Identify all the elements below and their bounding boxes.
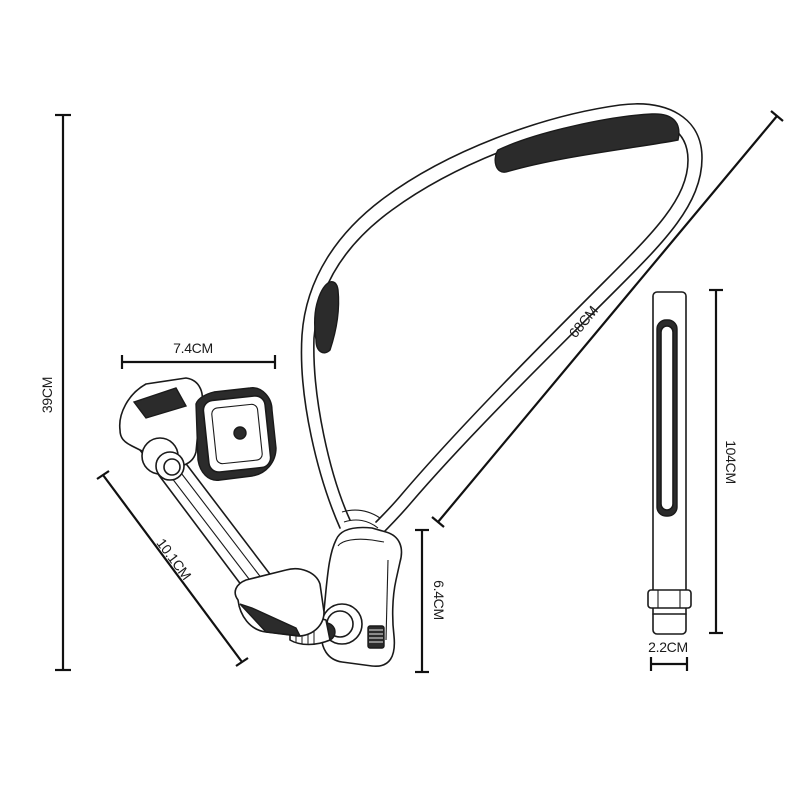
neck-arm: [300, 103, 703, 537]
label-total-height: 39CM: [39, 377, 55, 413]
label-side-thickness: 2.2CM: [648, 639, 688, 655]
label-clip-height: 6.4CM: [431, 580, 447, 620]
dimension-side-thickness: 2.2CM: [648, 639, 688, 671]
dimension-side-length: 104CM: [709, 288, 739, 635]
side-view-band: [647, 291, 692, 635]
phone-clamp: [119, 377, 325, 637]
label-side-length: 104CM: [723, 440, 739, 484]
label-clamp-length: 10.1CM: [154, 535, 195, 582]
dimension-clamp-width: 7.4CM: [120, 340, 277, 369]
clip-body: [316, 526, 403, 667]
dimension-clamp-length: 10.1CM: [96, 470, 249, 667]
dimension-total-height: 39CM: [39, 113, 71, 672]
dimension-clip-height: 6.4CM: [415, 528, 447, 674]
label-clamp-width: 7.4CM: [173, 340, 213, 356]
